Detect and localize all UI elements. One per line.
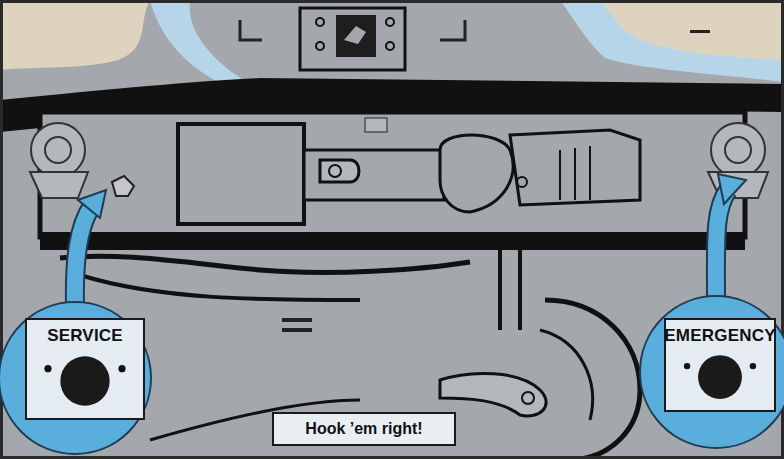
bolt [522,392,534,404]
bolt [316,18,324,26]
glad-hand-label-square: SERVICE [25,318,145,420]
coupling-label: SERVICE [47,320,123,346]
air-line [60,256,470,272]
air-line [545,300,640,459]
callout-arrow-head [78,190,106,218]
glad-hand-coupling [725,137,751,163]
body-panel [40,112,745,237]
bolt [386,18,394,26]
tank-box [178,124,304,224]
spring-arm [440,373,546,416]
detail-line [282,318,312,322]
coupling-opening [698,355,742,399]
pin-dot [750,363,756,369]
glad-hand-coupling [45,137,71,163]
callout-circle-fill [640,296,784,448]
bolt [316,42,324,50]
cross-member [304,150,444,200]
sky-strip [150,0,250,88]
caption-text: Hook ’em right! [305,420,422,438]
bolt [386,42,394,50]
coupling-label: EMERGENCY [664,320,775,346]
pin-dot [44,365,51,372]
pin-dot [684,363,690,369]
emergency-callout: EMERGENCY [638,294,784,450]
detail-line [282,328,312,332]
hitch-block [336,15,376,57]
ground-patch [600,0,784,60]
bolt [517,177,527,187]
bracket [320,160,359,182]
detail-line [440,20,465,40]
detail-line [690,30,710,33]
callout-arrow [75,206,92,306]
glad-hand-coupling [711,123,765,177]
service-callout: SERVICE [0,300,153,456]
glad-hand-face [666,346,774,410]
air-line [540,330,593,420]
hitch-hook [344,26,366,44]
glad-hand-face [27,346,143,418]
pin-dot [118,365,125,372]
differential [440,135,513,212]
valve [112,176,134,196]
lower-frame [40,232,745,250]
ground-patch [0,0,150,70]
detail-line [560,146,590,200]
glad-hand-coupling [30,172,88,198]
coupling-opening [60,356,109,405]
detail-line [240,20,262,40]
bolt [329,165,341,177]
callout-arrow [716,190,728,300]
callout-arrow-head [718,174,746,204]
callout-arrow [75,206,92,306]
callout-arrow [716,190,728,300]
detail-plate [365,118,387,132]
glad-hand-label-square: EMERGENCY [664,318,776,412]
callout-circle-fill [0,302,151,454]
suspension-rod [500,250,520,330]
hitch-plate [300,8,405,70]
caption-box: Hook ’em right! [272,412,456,446]
air-line [80,275,360,300]
sky-strip [560,0,784,82]
glad-hand-coupling [31,123,85,177]
axle-housing [510,130,640,205]
